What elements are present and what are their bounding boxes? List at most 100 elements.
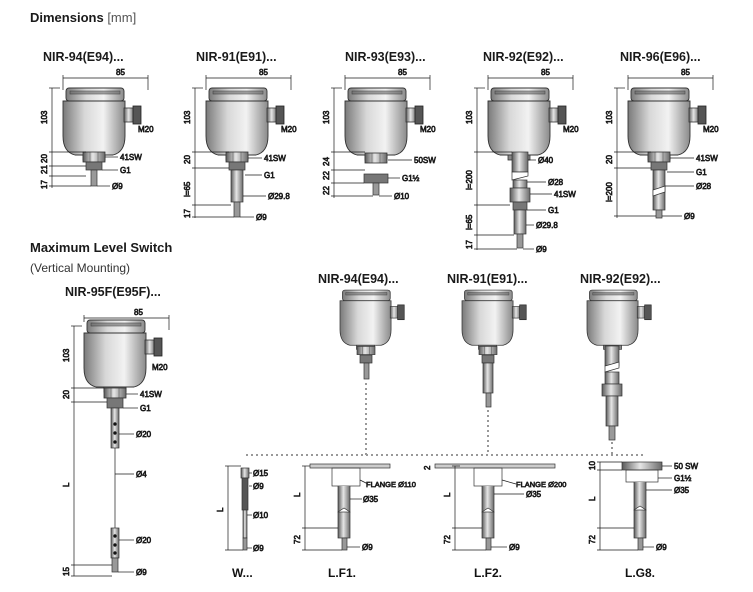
dim-17-nir92: 17 xyxy=(465,240,474,249)
drawing-variant-lf1 xyxy=(302,463,391,551)
label-d20b-nir95f: Ø20 xyxy=(136,536,152,545)
dimensions-title: Dimensions xyxy=(30,10,104,25)
label-m20-nir93: M20 xyxy=(420,125,436,134)
label-g1-nir92: G1 xyxy=(548,206,559,215)
label-g1-nir91: G1 xyxy=(264,171,275,180)
label-d29-8-nir92: Ø29.8 xyxy=(536,221,558,230)
dim-103-nir95f: 103 xyxy=(62,348,71,362)
label-50sw-lg8: 50 SW xyxy=(674,462,698,471)
dim-72-lf2: 72 xyxy=(443,535,452,544)
label-d20a-nir95f: Ø20 xyxy=(136,430,152,439)
label-g1half-nir93: G1½ xyxy=(402,174,420,183)
max-level-heading: Maximum Level Switch xyxy=(30,240,173,255)
label-d9-nir95f: Ø9 xyxy=(136,568,147,577)
label-d9-nir94: Ø9 xyxy=(112,182,123,191)
label-41sw-nir92: 41SW xyxy=(554,190,576,199)
variant-caption-lg8: L.G8. xyxy=(625,566,655,580)
label-d4-nir95f: Ø4 xyxy=(136,470,147,479)
dim-l65-nir91: l=65 xyxy=(183,181,192,197)
label-flange110: FLANGE Ø110 xyxy=(366,480,416,489)
variant-caption-lf1: L.F1. xyxy=(328,566,356,580)
label-41sw-nir95f: 41SW xyxy=(140,390,162,399)
model-title-nir96: NIR-96(E96)... xyxy=(620,50,701,64)
dim-22b-nir93: 22 xyxy=(322,186,331,195)
dim-l200-nir92: l=200 xyxy=(465,170,474,190)
label-d10-w: Ø10 xyxy=(253,511,269,520)
label-d29-8-nir91: Ø29.8 xyxy=(268,192,290,201)
label-m20-nir95f: M20 xyxy=(152,363,168,372)
dim-103-nir93: 103 xyxy=(322,110,331,124)
dim-17-nir91: 17 xyxy=(183,209,192,218)
dim-w85-nir95f: 85 xyxy=(134,308,143,317)
variant-caption-w: W... xyxy=(232,566,253,580)
model-title-nir94: NIR-94(E94)... xyxy=(43,50,124,64)
dim-20-nir95f: 20 xyxy=(62,390,71,399)
label-d9-lf1: Ø9 xyxy=(362,543,373,552)
drawing-nir94 xyxy=(49,75,149,188)
dim-w85-nir91: 85 xyxy=(259,68,268,77)
label-41sw-nir96: 41SW xyxy=(696,154,718,163)
model-title-nir95f: NIR-95F(E95F)... xyxy=(65,285,161,299)
drawing-nir91 xyxy=(192,75,292,218)
drawing-nir93 xyxy=(331,75,431,198)
label-d9-nir96: Ø9 xyxy=(684,212,695,221)
drawing-bottom-nir92 xyxy=(586,289,652,441)
drawing-nir92 xyxy=(474,75,574,250)
dim-17-nir94: 17 xyxy=(40,180,49,189)
label-d28-nir96: Ø28 xyxy=(696,182,712,191)
dim-L-lf1: L xyxy=(293,492,302,497)
dim-103-nir96: 103 xyxy=(605,110,614,124)
label-d40-nir92: Ø40 xyxy=(538,156,554,165)
dim-15-nir95f: 15 xyxy=(62,567,71,576)
label-d9-lg8: Ø9 xyxy=(656,543,667,552)
dim-103-nir92: 103 xyxy=(465,110,474,124)
label-m20-nir91: M20 xyxy=(281,125,297,134)
dim-10-lg8: 10 xyxy=(588,461,597,470)
model-title-bottom-nir91: NIR-91(E91)... xyxy=(447,272,528,286)
model-title-bottom-nir92: NIR-92(E92)... xyxy=(580,272,661,286)
label-d9b-w: Ø9 xyxy=(253,544,264,553)
label-flange200: FLANGE Ø200 xyxy=(516,480,566,489)
label-d28-nir92: Ø28 xyxy=(548,178,564,187)
label-g1-nir94: G1 xyxy=(120,166,131,175)
model-title-nir92: NIR-92(E92)... xyxy=(483,50,564,64)
label-g1-nir95f: G1 xyxy=(140,404,151,413)
dimensions-heading: Dimensions [mm] xyxy=(30,10,136,25)
label-g1-nir96: G1 xyxy=(696,168,707,177)
dim-2-flange: 2 xyxy=(423,465,432,470)
drawing-bottom-nir94 xyxy=(339,289,405,380)
dim-L-lg8: L xyxy=(588,496,597,501)
variant-caption-lf2: L.F2. xyxy=(474,566,502,580)
label-d9-lf2: Ø9 xyxy=(509,543,520,552)
label-d15-w: Ø15 xyxy=(253,469,269,478)
label-m20-nir92: M20 xyxy=(563,125,579,134)
label-50sw-nir93: 50SW xyxy=(414,156,436,165)
drawing-variant-w xyxy=(225,465,252,551)
label-d10-nir93: Ø10 xyxy=(394,192,410,201)
dim-103-nir91: 103 xyxy=(183,110,192,124)
dim-L-nir95f: L xyxy=(62,482,71,487)
drawing-nir96 xyxy=(614,75,714,219)
dim-72-lg8: 72 xyxy=(588,535,597,544)
label-d9-nir91: Ø9 xyxy=(256,213,267,222)
label-g1half-lg8: G1½ xyxy=(674,474,692,483)
label-d9a-w: Ø9 xyxy=(253,482,264,491)
dim-w85-nir93: 85 xyxy=(398,68,407,77)
label-m20-nir94: M20 xyxy=(138,125,154,134)
dim-20-nir94: 20 xyxy=(40,154,49,163)
dim-L-w: L xyxy=(216,507,225,512)
model-title-bottom-nir94: NIR-94(E94)... xyxy=(318,272,399,286)
dimensions-unit: [mm] xyxy=(107,10,137,25)
dim-20-nir91: 20 xyxy=(183,155,192,164)
label-d9-nir92: Ø9 xyxy=(536,245,547,254)
dim-21-nir94: 21 xyxy=(40,165,49,174)
model-title-nir91: NIR-91(E91)... xyxy=(196,50,277,64)
label-41sw-nir91: 41SW xyxy=(264,154,286,163)
model-title-nir93: NIR-93(E93)... xyxy=(345,50,426,64)
max-level-subheading: (Vertical Mounting) xyxy=(30,261,131,275)
dim-24-nir93: 24 xyxy=(322,157,331,166)
label-m20-nir96: M20 xyxy=(703,125,719,134)
drawing-variant-lg8 xyxy=(597,461,672,551)
dim-w85-nir92: 85 xyxy=(541,68,550,77)
